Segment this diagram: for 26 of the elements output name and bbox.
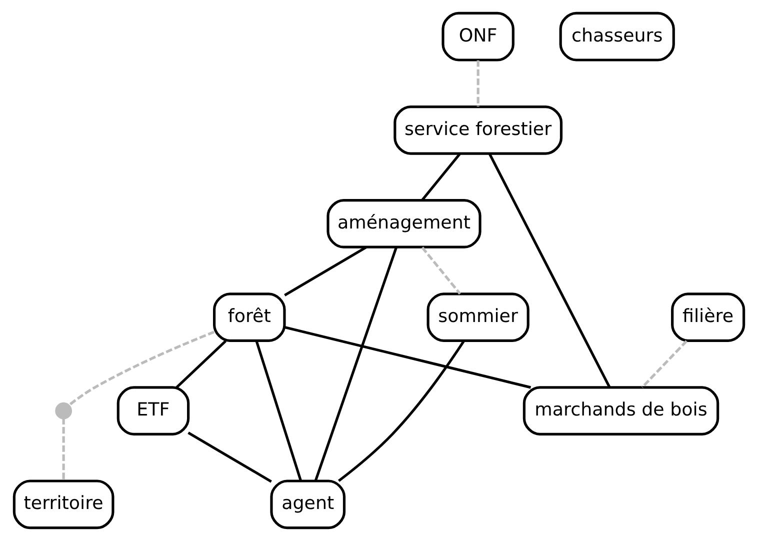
connector — [284, 326, 531, 389]
connector — [284, 246, 366, 296]
node-circle — [54, 402, 72, 420]
connector — [187, 432, 272, 483]
node-box: chasseurs — [558, 12, 674, 62]
node-box: aménagement — [326, 199, 481, 248]
connector — [337, 340, 465, 482]
node-box: service forestier — [393, 105, 562, 155]
node-box: agent — [270, 480, 346, 530]
connector — [175, 340, 226, 388]
connector — [67, 330, 214, 406]
node-box: filière — [670, 292, 745, 342]
connector — [420, 246, 460, 295]
connector — [488, 153, 610, 388]
connector — [314, 246, 398, 482]
connector — [254, 340, 302, 482]
connector — [62, 418, 64, 481]
node-box: ETF — [116, 386, 190, 436]
node-box: forêt — [212, 292, 286, 342]
connector — [420, 153, 460, 202]
node-box: sommier — [426, 292, 529, 342]
node-box: territoire — [12, 480, 114, 530]
connector — [640, 340, 687, 388]
node-box: ONF — [441, 12, 514, 62]
node-box: marchands de bois — [522, 386, 719, 436]
connector — [476, 60, 479, 107]
